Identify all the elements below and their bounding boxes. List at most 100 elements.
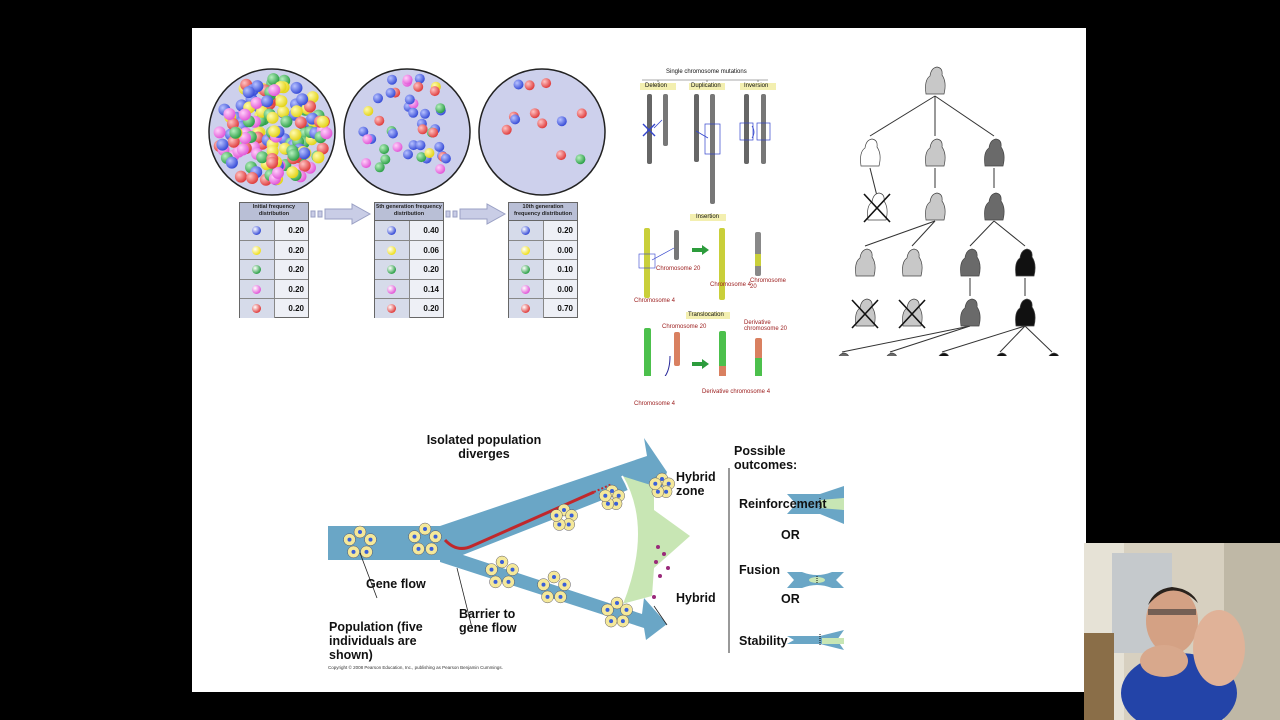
allele-ball bbox=[225, 156, 238, 169]
allele-ball bbox=[267, 73, 280, 86]
pedigree-tree-figure bbox=[838, 66, 1059, 356]
possible-outcomes-label: Possible outcomes: bbox=[734, 444, 798, 472]
allele-ball bbox=[320, 127, 333, 140]
allele-dot bbox=[252, 226, 261, 235]
individual bbox=[851, 298, 879, 329]
allele-ball bbox=[312, 151, 325, 164]
population-cluster bbox=[550, 503, 578, 531]
allele-ball bbox=[289, 128, 302, 141]
drift-arrow-2 bbox=[445, 203, 507, 225]
allele-ball bbox=[358, 126, 369, 137]
allele-ball bbox=[385, 87, 396, 98]
allele-ball bbox=[387, 128, 398, 139]
webcam-overlay bbox=[1084, 543, 1280, 720]
allele-ball bbox=[239, 132, 252, 144]
fusion-label: Fusion bbox=[739, 563, 780, 577]
allele-ball bbox=[513, 79, 524, 90]
individual bbox=[1015, 298, 1036, 327]
individual bbox=[925, 66, 946, 95]
insertion-label: Insertion bbox=[696, 214, 720, 220]
frequency-value: 0.70 bbox=[557, 304, 573, 313]
allele-ball bbox=[541, 78, 552, 89]
allele-dot bbox=[387, 284, 396, 294]
derivative-chromosome4-label: Derivative chromosome 4 bbox=[702, 389, 771, 395]
hybrid-label: Hybrid bbox=[676, 591, 716, 605]
allele-ball bbox=[363, 106, 374, 116]
deletion-chromosomes bbox=[642, 94, 668, 164]
allele-ball bbox=[374, 162, 385, 173]
allele-ball bbox=[374, 115, 385, 126]
allele-ball bbox=[556, 116, 567, 127]
gene-flow-label: Gene flow bbox=[366, 577, 426, 591]
allele-dot bbox=[387, 226, 396, 235]
chromosome-mutations-figure: Single chromosome mutations Deletion Dup… bbox=[630, 66, 790, 407]
allele-ball bbox=[223, 108, 236, 120]
presenter-video bbox=[1084, 543, 1280, 720]
table-row: 0.20 bbox=[240, 240, 308, 260]
allele-ball bbox=[420, 108, 430, 119]
allele-dot bbox=[252, 265, 261, 274]
allele-ball bbox=[316, 142, 329, 155]
deletion-label: Deletion bbox=[645, 83, 668, 89]
initial-frequency-table: Initial frequency distribution 0.20 0.20 0… bbox=[239, 202, 309, 318]
frequency-value: 0.20 bbox=[288, 265, 304, 274]
allele-ball bbox=[361, 158, 372, 169]
allele-ball bbox=[379, 144, 390, 155]
allele-ball bbox=[268, 84, 281, 97]
allele-ball bbox=[266, 111, 279, 124]
individual bbox=[838, 352, 849, 356]
allele-ball bbox=[408, 107, 419, 118]
allele-ball bbox=[403, 149, 413, 160]
table-row: 0.70 bbox=[509, 299, 577, 318]
allele-ball bbox=[510, 114, 521, 125]
allele-dot bbox=[521, 226, 530, 235]
allele-ball bbox=[575, 154, 586, 165]
table-row: 0.20 bbox=[240, 279, 308, 299]
frequency-value: 0.20 bbox=[288, 304, 304, 313]
population-cluster bbox=[485, 555, 519, 589]
allele-ball bbox=[414, 73, 425, 84]
population-cluster bbox=[343, 525, 377, 559]
allele-dot bbox=[387, 304, 396, 313]
allele-ball bbox=[415, 140, 426, 151]
allele-ball bbox=[416, 152, 427, 163]
individual bbox=[902, 248, 923, 277]
individual bbox=[996, 352, 1007, 356]
table-row: 0.20 bbox=[375, 260, 443, 280]
mutations-title: Single chromosome mutations bbox=[666, 69, 747, 75]
frequency-value: 0.00 bbox=[557, 245, 573, 255]
hybrid-zone-label: Hybrid zone bbox=[676, 470, 716, 498]
pedigree-individuals bbox=[838, 66, 1059, 356]
allele-ball bbox=[440, 153, 451, 164]
insertion-chromosome4-label: Chromosome 4 bbox=[634, 298, 676, 304]
allele-dot bbox=[521, 284, 530, 294]
table-header: Initial frequency distribution bbox=[240, 203, 308, 221]
stability-label: Stability bbox=[739, 634, 788, 648]
allele-ball bbox=[424, 148, 435, 158]
hybrid-individuals bbox=[652, 545, 670, 599]
individual bbox=[855, 248, 876, 277]
allele-dot bbox=[252, 284, 261, 294]
allele-ball bbox=[286, 166, 299, 179]
population-cluster bbox=[599, 484, 625, 510]
insertion-result-chromosome20-label: Chromosome 20 bbox=[750, 278, 787, 290]
genetic-drift-figure bbox=[208, 68, 606, 225]
allele-ball bbox=[434, 141, 445, 152]
frequency-value: 0.20 bbox=[423, 304, 439, 313]
allele-dot bbox=[252, 304, 261, 313]
individual bbox=[925, 192, 946, 221]
or-label-2: OR bbox=[781, 592, 800, 606]
allele-ball bbox=[556, 150, 567, 161]
allele-ball bbox=[236, 143, 249, 156]
barrier-line bbox=[443, 490, 595, 550]
inversion-label: Inversion bbox=[744, 83, 769, 89]
allele-ball bbox=[290, 81, 303, 94]
allele-ball bbox=[413, 81, 424, 92]
individual bbox=[938, 352, 949, 356]
table-row: 0.06 bbox=[375, 240, 443, 260]
initial-population-alleles bbox=[213, 73, 333, 186]
chromosome-drawings bbox=[638, 79, 776, 376]
allele-ball bbox=[275, 95, 288, 108]
individual bbox=[898, 298, 926, 329]
